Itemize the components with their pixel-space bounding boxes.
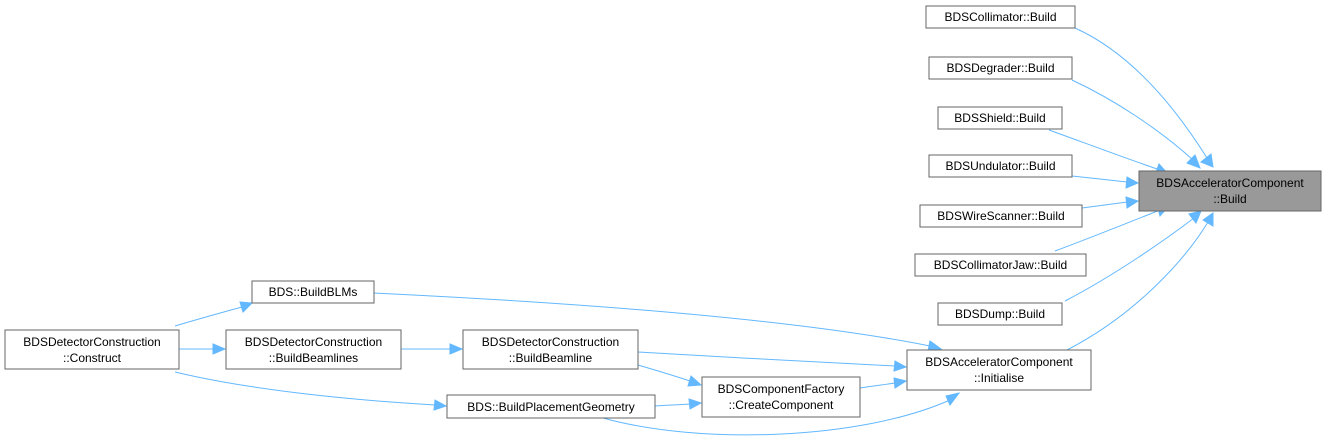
edge-buildplacement-to-initialise bbox=[602, 392, 961, 436]
node-label-line2: ::Initialise bbox=[974, 371, 1024, 385]
node-label-line1: BDSAcceleratorComponent bbox=[925, 355, 1073, 369]
node-label: BDSDump::Build bbox=[955, 307, 1045, 321]
node-compfactory-create[interactable]: BDSComponentFactory ::CreateComponent bbox=[701, 376, 861, 418]
edge-construct-to-buildblms bbox=[174, 301, 254, 327]
edge-construct-to-buildplacement bbox=[174, 371, 448, 411]
node-collimatorjaw-build[interactable]: BDSCollimatorJaw::Build bbox=[914, 253, 1087, 277]
node-dump-build[interactable]: BDSDump::Build bbox=[937, 302, 1063, 326]
edge-buildbeamline-to-initialise bbox=[637, 351, 908, 372]
edge-degrader-to-build bbox=[1071, 79, 1201, 169]
node-label-line1: BDSComponentFactory bbox=[718, 382, 845, 396]
node-shield-build[interactable]: BDSShield::Build bbox=[937, 106, 1063, 130]
node-label-line1: BDSDetectorConstruction bbox=[23, 335, 160, 349]
node-wirescanner-build[interactable]: BDSWireScanner::Build bbox=[919, 204, 1083, 228]
node-label: BDSCollimatorJaw::Build bbox=[934, 258, 1067, 272]
node-label: BDSCollimator::Build bbox=[944, 10, 1056, 24]
node-layer: BDSCollimator::Build BDSDegrader::Build … bbox=[4, 5, 1322, 419]
node-build-placement[interactable]: BDS::BuildPlacementGeometry bbox=[446, 394, 656, 419]
node-label-line2: ::Build bbox=[1213, 192, 1246, 206]
node-label: BDSShield::Build bbox=[954, 111, 1045, 125]
edge-initialise-to-build bbox=[1066, 212, 1214, 351]
edge-layer bbox=[174, 27, 1214, 436]
edge-construct-to-buildbeamlines bbox=[179, 343, 227, 355]
node-label-line2: ::BuildBeamline bbox=[509, 351, 593, 365]
node-label-line1: BDSAcceleratorComponent bbox=[1156, 176, 1304, 190]
node-detcon-buildbeamlines[interactable]: BDSDetectorConstruction ::BuildBeamlines bbox=[225, 329, 402, 370]
node-detcon-construct[interactable]: BDSDetectorConstruction ::Construct bbox=[4, 329, 180, 370]
node-label-line2: ::BuildBeamlines bbox=[269, 351, 358, 365]
node-label: BDSWireScanner::Build bbox=[937, 209, 1064, 223]
node-label: BDS::BuildPlacementGeometry bbox=[467, 400, 634, 414]
edge-dump-to-build bbox=[1064, 210, 1202, 302]
node-label-line1: BDSDetectorConstruction bbox=[482, 335, 619, 349]
edge-buildbeamlines-to-buildbeamline bbox=[401, 343, 464, 355]
edge-collimator-to-build bbox=[1074, 27, 1214, 168]
node-label-line1: BDSDetectorConstruction bbox=[245, 335, 382, 349]
edge-wirescanner-to-build bbox=[1081, 196, 1140, 209]
node-degrader-build[interactable]: BDSDegrader::Build bbox=[928, 56, 1073, 80]
edge-buildbeamline-to-compfactory bbox=[637, 364, 703, 387]
edge-undulator-to-build bbox=[1071, 175, 1140, 189]
node-detcon-buildbeamline[interactable]: BDSDetectorConstruction ::BuildBeamline bbox=[462, 329, 639, 370]
node-accelcomp-build[interactable]: BDSAcceleratorComponent ::Build bbox=[1138, 170, 1322, 212]
node-label: BDSDegrader::Build bbox=[946, 61, 1054, 75]
node-accelcomp-initialise[interactable]: BDSAcceleratorComponent ::Initialise bbox=[906, 349, 1092, 391]
node-build-blms[interactable]: BDS::BuildBLMs bbox=[251, 280, 375, 304]
node-label-line2: ::CreateComponent bbox=[729, 398, 834, 412]
node-label: BDS::BuildBLMs bbox=[269, 285, 358, 299]
node-label-line2: ::Construct bbox=[63, 351, 122, 365]
edge-buildplacement-to-compfactory bbox=[654, 398, 703, 410]
node-collimator-build[interactable]: BDSCollimator::Build bbox=[925, 5, 1076, 29]
edge-compfactory-to-initialise bbox=[859, 377, 908, 389]
edge-buildblms-to-initialise bbox=[373, 292, 943, 352]
node-undulator-build[interactable]: BDSUndulator::Build bbox=[928, 154, 1073, 178]
node-label: BDSUndulator::Build bbox=[945, 159, 1055, 173]
